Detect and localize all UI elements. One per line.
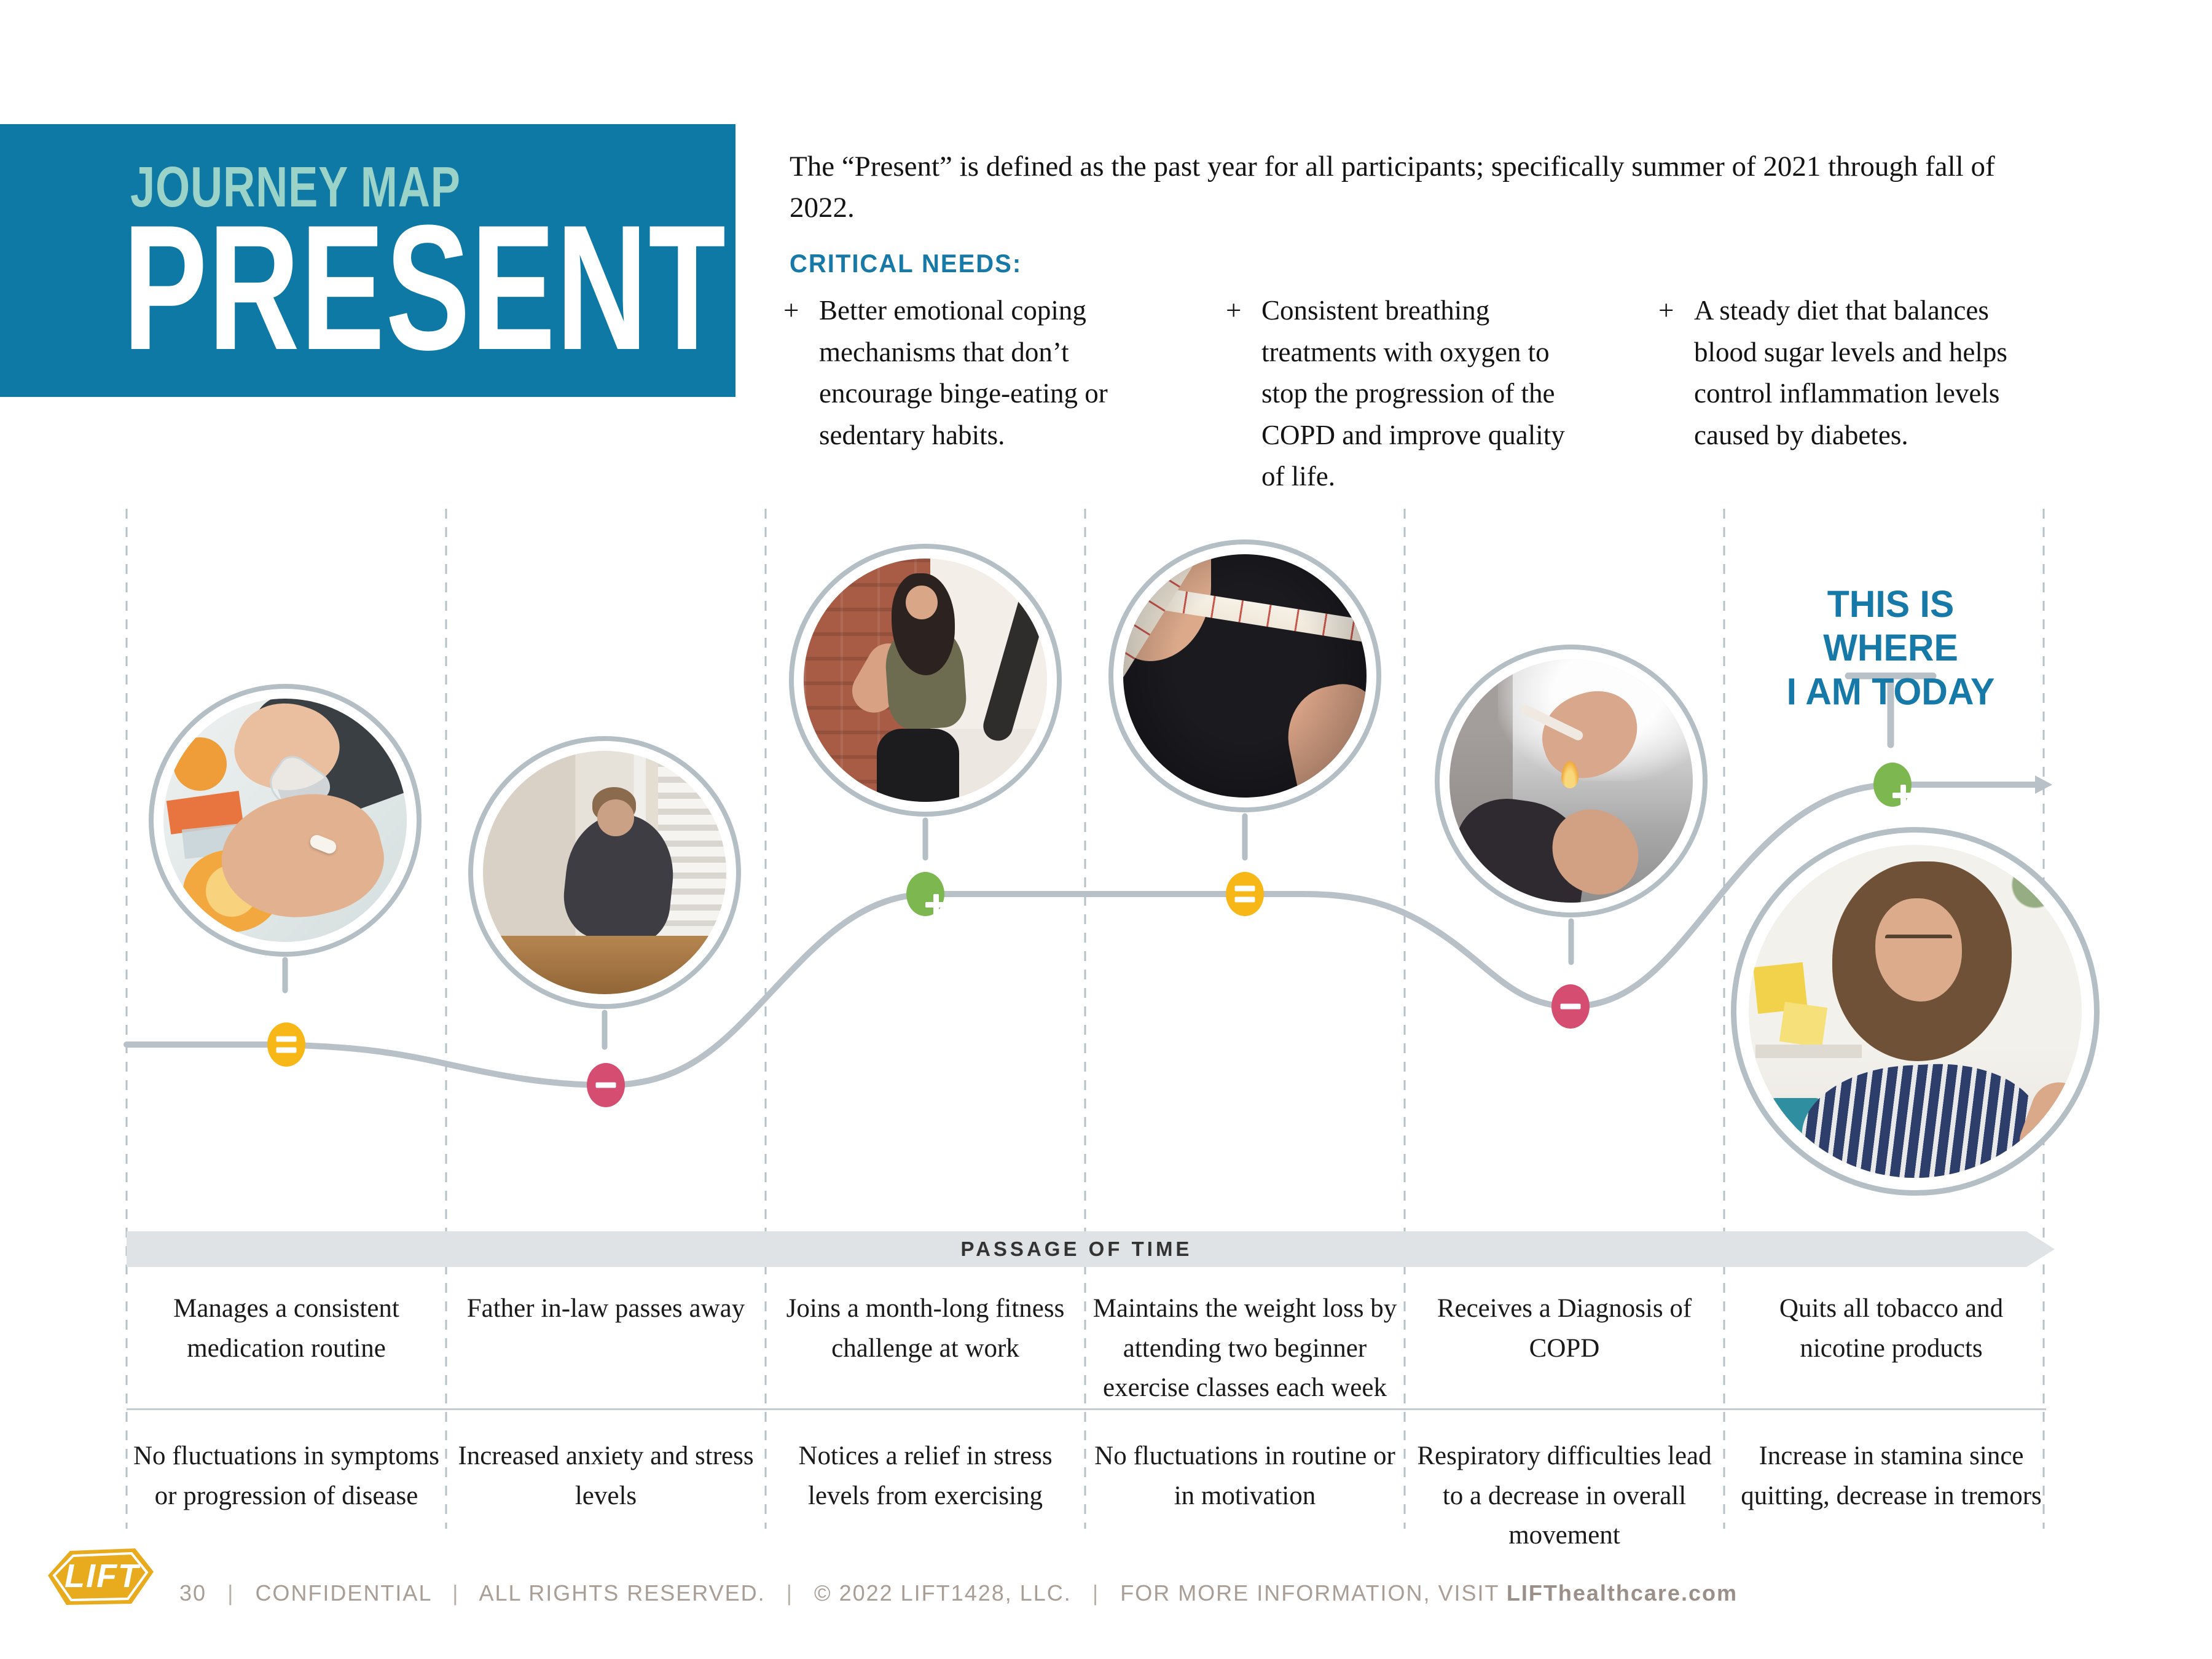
man-grieving-at-table-photo xyxy=(483,751,726,994)
lighting-cigarette-photo xyxy=(1449,659,1693,903)
minus-glyph xyxy=(1560,1003,1581,1010)
event-cell: Joins a month-long fitness challenge at … xyxy=(786,1294,1065,1363)
passage-of-time-label: PASSAGE OF TIME xyxy=(960,1237,1193,1260)
head-shape xyxy=(597,799,634,836)
curve-end-arrow-icon xyxy=(2035,775,2052,794)
footer-confidential: CONFIDENTIAL xyxy=(255,1580,432,1606)
equals-glyph xyxy=(1234,885,1255,903)
passage-of-time-bar: PASSAGE OF TIME xyxy=(127,1231,2026,1267)
plus-bullet-icon: + xyxy=(1226,295,1242,326)
footer-copyright: © 2022 LIFT1428, LLC. xyxy=(814,1580,1072,1606)
measuring-tape-waist-photo xyxy=(1123,554,1367,798)
impact-cell: Notices a relief in stress levels from e… xyxy=(798,1441,1053,1510)
footer-separator: | xyxy=(1092,1580,1100,1606)
photo-circle xyxy=(149,684,422,957)
footer-legal-line: 30 | CONFIDENTIAL | ALL RIGHTS RESERVED.… xyxy=(179,1580,1738,1606)
photo-circle xyxy=(1435,645,1708,917)
minus-icon xyxy=(587,1063,625,1107)
footer-separator: | xyxy=(227,1580,235,1606)
column-guide-lines xyxy=(125,509,2045,1529)
impact-cell: Increased anxiety and stress levels xyxy=(458,1441,754,1510)
footer-separator: | xyxy=(786,1580,794,1606)
glasses-shape xyxy=(1885,935,1952,962)
today-label-line1: THIS IS WHERE xyxy=(1823,583,1958,669)
critical-need-text: A steady diet that balances blood sugar … xyxy=(1694,295,2007,450)
page-number: 30 xyxy=(179,1580,207,1606)
orange-fruit-shape xyxy=(173,737,227,791)
today-label: THIS IS WHERE I AM TODAY xyxy=(1755,582,2026,714)
impact-cell: Respiratory difficulties lead to a decre… xyxy=(1417,1441,1712,1550)
wood-table-shape xyxy=(483,935,726,994)
photo-circle xyxy=(468,736,741,1009)
event-cell: Receives a Diagnosis of COPD xyxy=(1437,1294,1692,1363)
face-shape xyxy=(1875,898,1962,1002)
event-cell: Maintains the weight loss by attending t… xyxy=(1092,1294,1397,1402)
impact-cell: Increase in stamina since quitting, decr… xyxy=(1741,1441,2042,1510)
equals-icon xyxy=(1226,872,1264,916)
shelf-shape xyxy=(1755,1045,1862,1058)
today-label-line2: I AM TODAY xyxy=(1786,670,1995,713)
smiling-woman-today-photo xyxy=(1749,845,2082,1178)
striped-shirt-shape xyxy=(1798,1058,2045,1178)
lift-logo: LIFT xyxy=(48,1548,154,1605)
critical-need-item: + A steady diet that balances blood suga… xyxy=(1658,290,2014,456)
header-band xyxy=(0,124,735,397)
critical-need-text: Consistent breathing treatments with oxy… xyxy=(1261,295,1565,492)
plus-icon xyxy=(1873,763,1912,807)
vignette-shape xyxy=(1123,554,1367,798)
lift-logo-text: LIFT xyxy=(65,1558,141,1594)
photo-circle-today xyxy=(1731,827,2100,1196)
photo-circle xyxy=(1108,539,1381,812)
plus-icon xyxy=(906,872,944,916)
woman-battle-ropes-gym-photo xyxy=(804,559,1047,802)
critical-need-item: + Better emotional coping mechanisms tha… xyxy=(783,290,1139,456)
footer-rights: ALL RIGHTS RESERVED. xyxy=(479,1580,766,1606)
impact-cell: No fluctuations in routine or in motivat… xyxy=(1094,1441,1395,1510)
lighter-flame-shape xyxy=(1561,761,1579,788)
event-cell: Father in-law passes away xyxy=(466,1294,745,1323)
plus-bullet-icon: + xyxy=(783,295,799,326)
footer-info-prefix: FOR MORE INFORMATION, VISIT xyxy=(1120,1580,1507,1606)
sticky-note-shape xyxy=(1779,1002,1828,1048)
critical-need-item: + Consistent breathing treatments with o… xyxy=(1226,290,1581,498)
leggings-shape xyxy=(876,729,960,802)
critical-need-text: Better emotional coping mechanisms that … xyxy=(819,295,1108,450)
minus-glyph xyxy=(595,1082,616,1088)
today-pointer xyxy=(1845,672,1937,748)
event-cell: Quits all tobacco and nicotine products xyxy=(1779,1294,2004,1363)
page-title: PRESENT xyxy=(123,188,727,387)
pouring-pills-into-hand-photo xyxy=(163,699,407,942)
event-cell: Manages a consistent medication routine xyxy=(173,1294,399,1363)
equals-icon xyxy=(267,1022,305,1067)
critical-needs-label: CRITICAL NEEDS: xyxy=(790,249,1022,278)
equals-glyph xyxy=(276,1036,297,1053)
face-shape xyxy=(906,585,938,619)
plant-shape xyxy=(1995,845,2076,925)
footer-website-link: LIFThealthcare.com xyxy=(1506,1580,1738,1606)
plus-bullet-icon: + xyxy=(1658,295,1674,326)
photo-circle xyxy=(789,544,1062,817)
passage-arrow-icon xyxy=(2026,1231,2055,1267)
footer-separator: | xyxy=(452,1580,460,1606)
slide-kicker: JOURNEY MAP xyxy=(130,155,461,219)
minus-icon xyxy=(1551,984,1590,1029)
photo-stems xyxy=(282,813,1574,1050)
intro-paragraph: The “Present” is defined as the past yea… xyxy=(790,151,1995,224)
row-separator-line xyxy=(127,1408,2046,1410)
impact-cell: No fluctuations in symptoms or progressi… xyxy=(133,1441,440,1510)
